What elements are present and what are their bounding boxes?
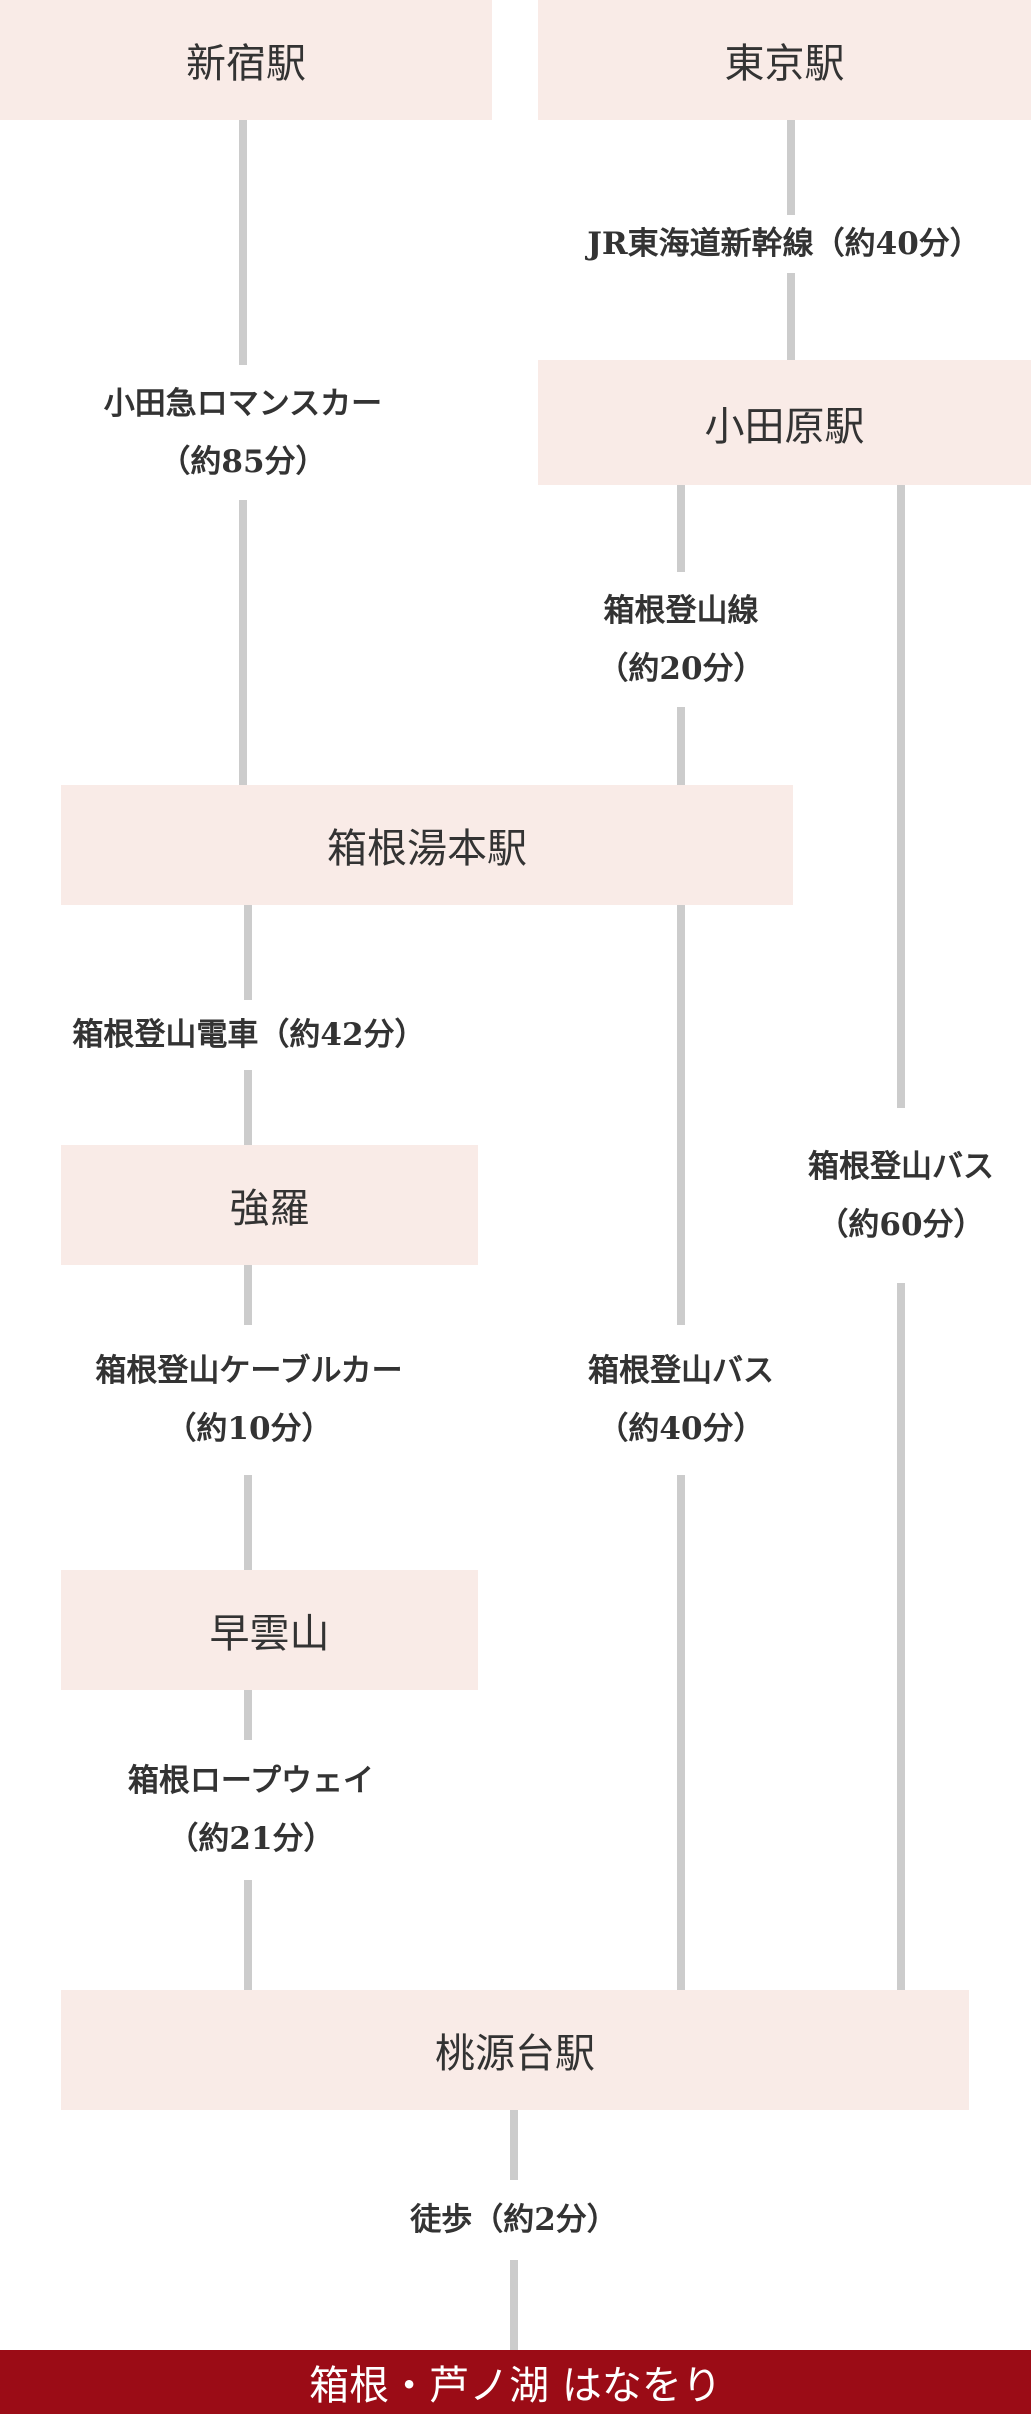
route-label-tozan-line: 箱根登山線 （約20分） — [566, 572, 796, 707]
route-label-romancecar-name: 小田急ロマンスカー — [103, 385, 383, 422]
station-tokyo: 東京駅 — [538, 0, 1031, 120]
route-label-cable-car-name: 箱根登山ケーブルカー — [95, 1353, 403, 1389]
route-label-tozan-train-text: 箱根登山電車（約42分） — [72, 1017, 426, 1053]
route-label-bus-60: 箱根登山バス （約60分） — [781, 1108, 1021, 1283]
route-label-romancecar: 小田急ロマンスカー （約85分） — [71, 365, 415, 500]
route-label-tozan-line-name: 箱根登山線 — [603, 592, 759, 629]
route-label-tozan-line-time: （約20分） — [597, 650, 765, 687]
route-label-cable-car-time: （約10分） — [165, 1411, 333, 1447]
station-shinjuku: 新宿駅 — [0, 0, 492, 120]
route-label-ropeway-time: （約21分） — [167, 1821, 335, 1857]
route-label-cable-car: 箱根登山ケーブルカー （約10分） — [61, 1325, 437, 1475]
route-label-romancecar-time: （約85分） — [159, 443, 327, 480]
route-label-bus-40-time: （約40分） — [597, 1411, 765, 1447]
route-label-shinkansen: JR東海道新幹線（約40分） — [551, 215, 1017, 273]
station-togendai: 桃源台駅 — [61, 1990, 969, 2110]
station-hakone-yumoto: 箱根湯本駅 — [61, 785, 793, 905]
route-label-ropeway: 箱根ロープウェイ （約21分） — [91, 1740, 411, 1880]
route-label-shinkansen-text: JR東海道新幹線（約40分） — [587, 226, 981, 262]
station-gora: 強羅 — [61, 1145, 478, 1265]
destination-hanaori: 箱根・芦ノ湖 はなをり — [0, 2350, 1031, 2414]
route-label-bus-40: 箱根登山バス （約40分） — [566, 1325, 796, 1475]
route-label-tozan-train: 箱根登山電車（約42分） — [31, 1000, 467, 1070]
station-sounzan: 早雲山 — [61, 1570, 478, 1690]
route-label-bus-60-time: （約60分） — [817, 1206, 985, 1243]
route-label-bus-60-name: 箱根登山バス — [808, 1148, 994, 1185]
route-label-bus-40-name: 箱根登山バス — [588, 1353, 774, 1389]
station-odawara: 小田原駅 — [538, 360, 1031, 485]
route-label-ropeway-name: 箱根ロープウェイ — [127, 1763, 375, 1799]
route-label-walk-text: 徒歩（約2分） — [410, 2202, 618, 2238]
route-label-walk: 徒歩（約2分） — [379, 2180, 649, 2260]
